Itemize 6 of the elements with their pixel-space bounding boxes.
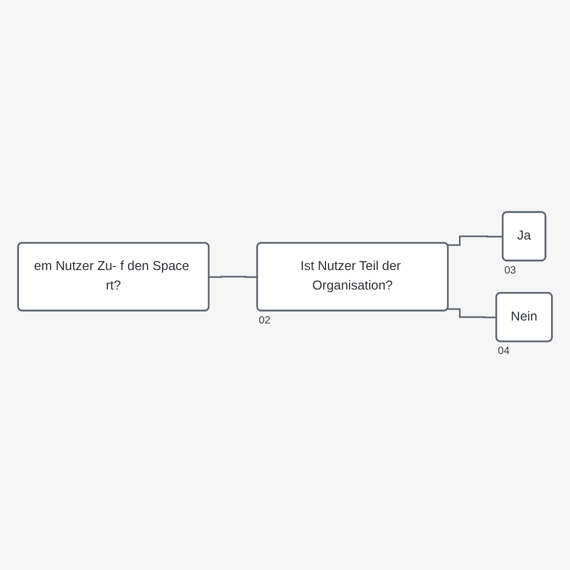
connector xyxy=(448,236,504,246)
step-number: 03 xyxy=(504,264,516,277)
step-number: 04 xyxy=(498,346,510,358)
connector xyxy=(209,276,258,278)
connector xyxy=(448,308,497,319)
step-number: 02 xyxy=(258,314,270,327)
